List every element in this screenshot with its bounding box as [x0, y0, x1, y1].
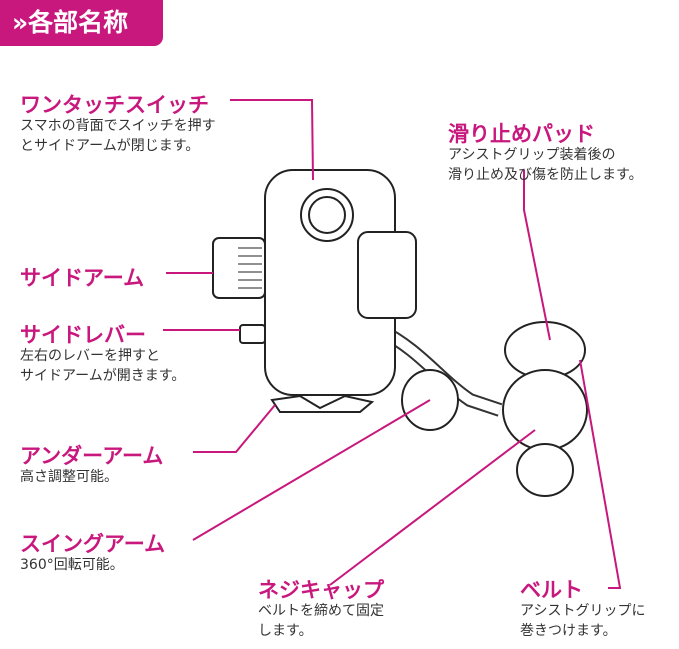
side-lever	[239, 324, 266, 344]
screw-cap	[502, 369, 588, 451]
part-title-swing-arm: スイングアーム	[20, 532, 166, 556]
part-title-under-arm: アンダーアーム	[20, 444, 164, 468]
part-title-screw-cap: ネジキャップ	[258, 578, 384, 602]
part-desc: スマホの背面でスイッチを押すとサイドアームが閉じます。	[20, 118, 216, 154]
section-header: »各部名称	[0, 0, 163, 46]
part-title-side-lever: サイドレバー	[20, 323, 146, 347]
part-title-belt: ベルト	[520, 578, 583, 602]
part-desc: 360°回転可能。	[20, 557, 124, 573]
under-arm	[270, 394, 375, 413]
part-desc: 左右のレバーを押すとサイドアームが開きます。	[20, 348, 186, 384]
part-desc: アシストグリップに巻きつけます。	[520, 603, 646, 639]
part-desc: 高さ調整可能。	[20, 469, 118, 485]
part-title-one-touch-switch: ワンタッチスイッチ	[20, 93, 209, 117]
part-desc: ベルトを締めて固定します。	[258, 603, 384, 639]
left-side-arm	[212, 237, 266, 299]
right-side-arm	[357, 231, 417, 319]
knob	[516, 443, 574, 497]
part-desc: アシストグリップ装着後の滑り止め及び傷を防止します。	[448, 147, 643, 183]
part-title-side-arm: サイドアーム	[20, 266, 145, 290]
part-title-anti-slip-pad: 滑り止めパッド	[448, 122, 595, 146]
